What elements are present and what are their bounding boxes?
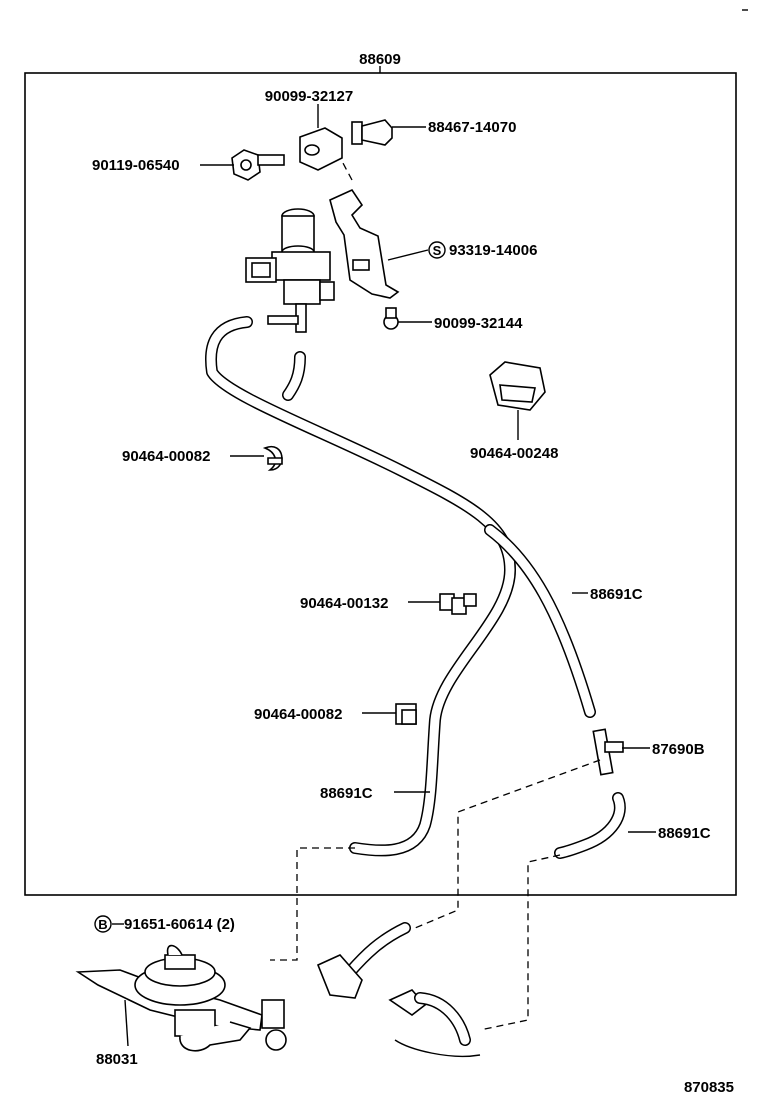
part-label-p5: 90099-32144 [434,315,523,332]
part-label-p10: 90464-00082 [254,706,342,723]
part-mark-p4: S [433,243,442,258]
part-mark-p14: B [98,917,107,932]
clip-part-b [262,445,283,471]
dash-egr [270,847,355,961]
part-label-p8: 88691C [590,586,643,603]
hose-short [282,351,306,401]
clip-part-c [439,593,477,615]
figure-number: 870835 [684,1079,734,1096]
nut-part [383,307,399,330]
part-label-p13: 88691C [658,825,711,842]
bolt-part [351,119,393,146]
part-label-p14: 91651-60614 (2) [124,916,235,933]
hose-main [205,316,516,857]
tee-connector [592,728,624,776]
clip-part-a [489,361,546,411]
part-label-p6: 90464-00248 [470,445,558,462]
egr-leader [124,999,129,1047]
clip-part-d [395,703,417,725]
part-label-p12: 88691C [320,785,373,802]
screw-part [231,149,285,181]
part-label-p2: 88467-14070 [428,119,516,136]
assembly-frame [24,72,737,896]
hose-branch [484,524,596,718]
b-mark-icon [94,915,112,933]
part-label-p7: 90464-00082 [122,448,210,465]
hose-lower-right [554,792,626,859]
egr-valve [75,944,287,1052]
part-label-p1: 90099-32127 [265,88,353,105]
part-label-p3: 90119-06540 [92,157,180,174]
part-label-p15: 88031 [96,1051,138,1068]
vsv-solenoid [245,208,335,333]
cushion-part [299,127,343,171]
leader-lines [112,104,656,925]
part-label-p4: 93319-14006 [449,242,537,259]
dash-lower [479,854,561,1031]
s-mark-icon [428,241,446,259]
dash-tee [414,759,601,929]
assembly-number: 88609 [359,51,401,68]
vsv-bracket [329,188,400,299]
part-label-p11: 87690B [652,741,705,758]
lower-ports [316,922,481,1058]
part-label-p9: 90464-00132 [300,595,388,612]
